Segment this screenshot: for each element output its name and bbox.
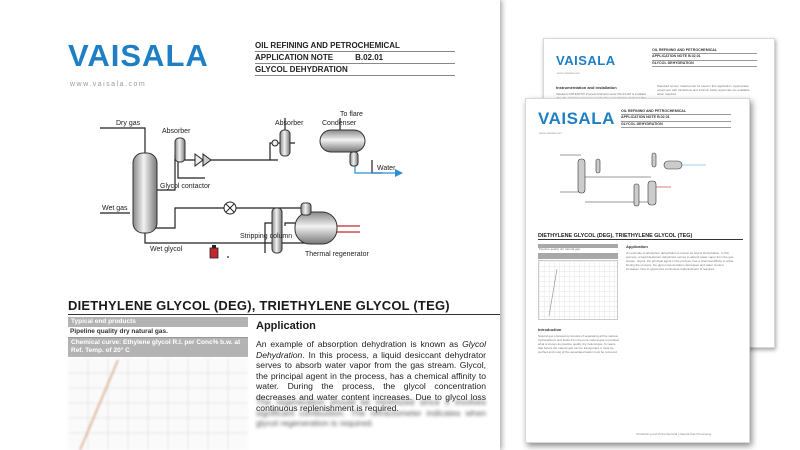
label-glycol-contactor: Glycol contactor [160, 183, 211, 190]
label-absorber-left: Absorber [162, 128, 191, 135]
mid-page-chart [538, 260, 618, 320]
label-stripping-column: Stripping column [240, 233, 292, 240]
chart-grid [68, 358, 248, 450]
mid-page-chart-head [538, 253, 618, 259]
mid-page-diagram [560, 152, 706, 207]
heating-coil [333, 225, 360, 233]
back-page-column-2: Standard sensor material can be used in … [657, 84, 750, 96]
label-water: Water [377, 165, 396, 172]
glycol-tank [209, 245, 219, 259]
vaisala-logo: VAISALA [68, 38, 209, 73]
application-paragraph: An example of absorption dehydration is … [256, 339, 486, 413]
regenerator-stack [300, 202, 312, 216]
header-industry: OIL REFINING AND PETROCHEMICAL [255, 40, 455, 52]
website-url: www.vaisala.com [70, 81, 147, 88]
label-to-flare: To flare [340, 111, 363, 118]
typical-products-text: Pipeline quality dry natural gas. [70, 328, 168, 335]
chemical-curve-heading: Chemical curve: Ethylene glycol R.I. per… [68, 338, 248, 357]
chart-curve [79, 359, 119, 450]
application-heading: Application [256, 320, 316, 332]
label-wet-gas: Wet gas [102, 205, 128, 212]
mid-page-url: www.vaisala.com [539, 131, 563, 135]
mid-page-side-bar [538, 244, 618, 248]
back-page-url: www.vaisala.com [557, 71, 581, 75]
mid-page-intro-title: Introduction [538, 327, 562, 332]
label-absorber-right: Absorber [275, 120, 304, 127]
right-absorber-vessel [279, 129, 291, 157]
label-wet-glycol: Wet glycol [150, 246, 183, 253]
glycol-contactor-vessel [132, 152, 158, 234]
front-page: VAISALA www.vaisala.com OIL REFINING AND… [68, 38, 500, 450]
product-title: DIETHYLENE GLYCOL (DEG), TRIETHYLENE GLY… [68, 298, 450, 313]
heat-exchanger [223, 201, 237, 215]
chemical-curve-chart [68, 358, 248, 450]
label-condenser: Condenser [322, 120, 357, 127]
title-divider [68, 314, 500, 315]
label-thermal-regenerator: Thermal regenerator [305, 251, 369, 258]
application-paragraph-blurred: The regeneration should be minimized sin… [256, 397, 486, 429]
mid-page-title: DIETHYLENE GLYCOL (DEG), TRIETHYLENE GLY… [538, 233, 743, 240]
label-dry-gas: Dry gas [116, 120, 141, 127]
mid-page-preview: VAISALA www.vaisala.com OIL REFINING AND… [525, 98, 750, 443]
document-header: OIL REFINING AND PETROCHEMICAL APPLICATI… [255, 40, 455, 76]
mid-page-side-text: Pipeline quality dry natural gas. [539, 247, 581, 251]
back-page-logo: VAISALA [556, 53, 616, 68]
mid-page-logo: VAISALA [538, 109, 615, 128]
water-arrow [395, 169, 403, 177]
condenser-vessel [319, 129, 366, 153]
mid-page-header: OIL REFINING AND PETROCHEMICAL APPLICATI… [621, 109, 731, 129]
pumps [194, 139, 279, 167]
stripping-column-vessel [271, 207, 283, 254]
mid-page-app-title: Application [626, 244, 648, 249]
condenser-drum [349, 151, 359, 167]
sidebar-divider [68, 337, 248, 338]
back-page-section-title: Instrumentation and installation [556, 85, 617, 90]
mid-page-intro-text: Natural gas processing consists of separ… [538, 334, 620, 354]
mid-page-app-text: An example of absorption dehydration is … [626, 251, 735, 271]
water-line [354, 166, 395, 174]
header-topic: GLYCOL DEHYDRATION [255, 64, 455, 76]
mid-page-chart-curve [548, 268, 558, 317]
typical-products-heading: Typical end products [68, 317, 248, 327]
thermal-regenerator-vessel [294, 211, 338, 245]
back-page-header: OIL REFINING AND PETROCHEMICAL APPLICATI… [652, 48, 757, 68]
mid-page-footer: Oil Refining and Petrochemical | Natural… [636, 432, 712, 436]
process-diagram: Dry gas Absorber Glycol contactor Wet ga… [100, 111, 403, 259]
left-absorber-vessel [174, 137, 186, 163]
